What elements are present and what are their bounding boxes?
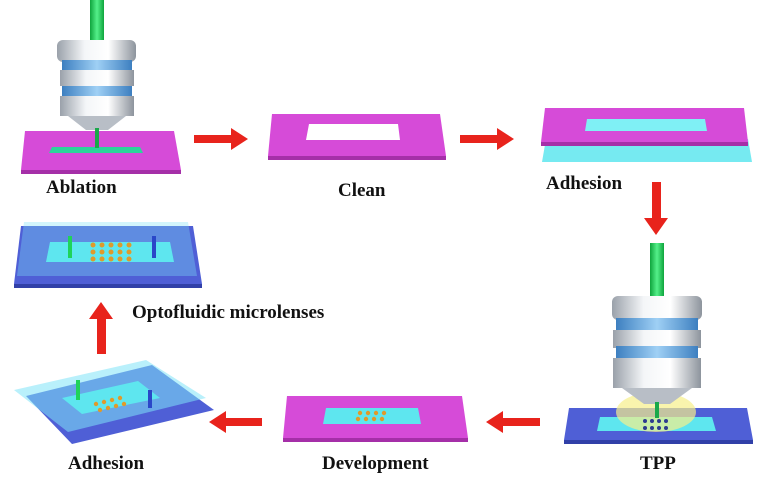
lens-dots — [90, 242, 132, 262]
step-label-optofluidic-microlenses: Optofluidic microlenses — [132, 302, 325, 323]
step-label-development: Development — [322, 453, 429, 474]
lens-dots — [643, 419, 668, 430]
window-cutout — [585, 119, 707, 131]
microscope-objective-icon — [612, 243, 702, 418]
adhesion-bottom-setup — [14, 360, 214, 444]
tpp-setup — [564, 243, 753, 444]
red-arrow-icon — [209, 411, 262, 433]
red-arrow-icon — [460, 128, 514, 150]
channel — [323, 408, 421, 424]
channel — [62, 381, 160, 414]
microscope-objective-icon — [57, 0, 136, 148]
red-arrow-icon — [486, 411, 540, 433]
step-label-adhesion-bottom: Adhesion — [68, 453, 145, 474]
step-label-tpp: TPP — [640, 453, 676, 474]
red-arrow-icon — [194, 128, 248, 150]
clean-film — [268, 114, 446, 160]
development-setup — [283, 396, 468, 442]
step-label-clean: Clean — [338, 180, 386, 201]
film-edge — [21, 170, 181, 174]
ablated-channel — [49, 147, 143, 153]
step-label-adhesion-top: Adhesion — [546, 173, 623, 194]
optofluidic-device — [14, 222, 202, 288]
window-cutout — [306, 124, 400, 140]
ablation-setup — [21, 0, 181, 174]
lens-dots — [355, 410, 387, 422]
adhesion-top-setup — [541, 108, 752, 162]
step-label-ablation: Ablation — [46, 177, 117, 198]
red-arrow-icon — [644, 182, 668, 235]
lens-dots — [93, 395, 127, 413]
red-arrow-icon — [89, 302, 113, 354]
